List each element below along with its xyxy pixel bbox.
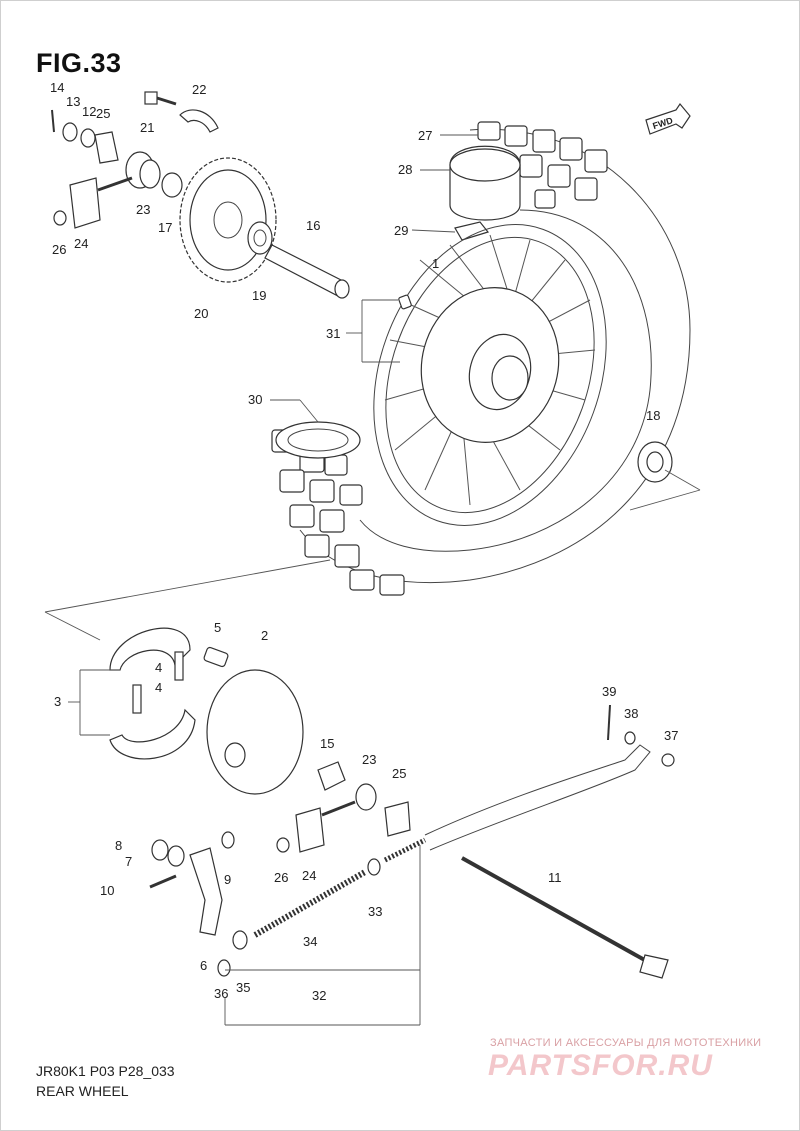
callout-25b: 25 — [392, 766, 406, 781]
callout-3: 3 — [54, 694, 61, 709]
callout-14: 14 — [50, 80, 64, 95]
fwd-arrow: FWD — [645, 102, 691, 135]
callout-32: 32 — [312, 988, 326, 1003]
callout-7: 7 — [125, 854, 132, 869]
callout-25a: 25 — [96, 106, 110, 121]
wheel-hub — [420, 287, 560, 443]
callout-31: 31 — [326, 326, 340, 341]
figure-title: FIG.33 — [36, 48, 122, 78]
watermark-tagline: ЗАПЧАСТИ И АКСЕССУАРЫ ДЛЯ МОТОТЕХНИКИ — [490, 1037, 762, 1049]
callout-4a: 4 — [155, 660, 162, 675]
callout-29: 29 — [394, 223, 408, 238]
rim-band — [449, 145, 521, 221]
callout-1: 1 — [432, 256, 439, 271]
callout-35: 35 — [236, 980, 250, 995]
watermark-logo: PARTSFOR.RU — [488, 1049, 713, 1082]
brake-springs — [132, 651, 184, 714]
hub-spacer — [264, 244, 350, 299]
brake-arm — [149, 847, 223, 936]
washers-top — [51, 109, 96, 226]
callout-37: 37 — [664, 728, 678, 743]
brake-shoe-upper — [109, 627, 191, 671]
callout-15: 15 — [320, 736, 334, 751]
callout-4b: 4 — [155, 680, 162, 695]
callout-30: 30 — [248, 392, 262, 407]
brake-washers — [151, 831, 248, 977]
callout-2: 2 — [261, 628, 268, 643]
callout-12: 12 — [82, 104, 96, 119]
callout-23a: 23 — [136, 202, 150, 217]
chain-guide — [179, 109, 219, 133]
callout-26a: 26 — [52, 242, 66, 257]
callout-36: 36 — [214, 986, 228, 1001]
callout-33: 33 — [368, 904, 382, 919]
callout-39: 39 — [602, 684, 616, 699]
collar — [125, 151, 161, 189]
adjuster-plate-left — [94, 131, 119, 164]
callout-26b: 26 — [274, 870, 288, 885]
callout-20: 20 — [194, 306, 208, 321]
callout-10: 10 — [100, 883, 114, 898]
callout-17: 17 — [158, 220, 172, 235]
brake-cam — [203, 646, 229, 668]
model-code: JR80K1 P03 P28_033 — [36, 1063, 175, 1079]
inner-tube — [275, 421, 361, 459]
callout-22: 22 — [192, 82, 206, 97]
callout-21: 21 — [140, 120, 154, 135]
callout-27: 27 — [418, 128, 432, 143]
callout-28: 28 — [398, 162, 412, 177]
torque-link-parts — [276, 761, 411, 876]
rear-axle — [461, 856, 669, 979]
callout-18: 18 — [646, 408, 660, 423]
sprocket-bearing — [247, 221, 273, 255]
spoke-nipples — [398, 294, 412, 310]
callout-5: 5 — [214, 620, 221, 635]
figure-caption: REAR WHEEL — [36, 1083, 129, 1099]
callout-24b: 24 — [302, 868, 316, 883]
rear-sprocket — [179, 157, 277, 283]
brake-rod — [424, 704, 675, 851]
sprocket-nut — [161, 172, 183, 198]
callout-8: 8 — [115, 838, 122, 853]
callout-38: 38 — [624, 706, 638, 721]
rim-lock — [454, 221, 490, 241]
callout-19: 19 — [252, 288, 266, 303]
callout-labels: 1 2 3 4 4 5 6 7 8 9 10 11 12 13 14 15 16… — [50, 80, 678, 1003]
brake-rod-spring — [253, 837, 427, 938]
callout-34: 34 — [303, 934, 317, 949]
callout-11: 11 — [548, 870, 562, 885]
chain-adjuster-left — [69, 176, 133, 229]
callout-9: 9 — [224, 872, 231, 887]
brake-panel — [206, 669, 304, 795]
callout-16: 16 — [306, 218, 320, 233]
callout-23b: 23 — [362, 752, 376, 767]
wheel-bearing-right — [637, 441, 673, 483]
callout-13: 13 — [66, 94, 80, 109]
brake-shoe-lower — [109, 708, 196, 760]
callout-6: 6 — [200, 958, 207, 973]
sprocket-bolt — [144, 91, 177, 106]
leader-lines — [68, 134, 478, 1026]
callout-24a: 24 — [74, 236, 88, 251]
